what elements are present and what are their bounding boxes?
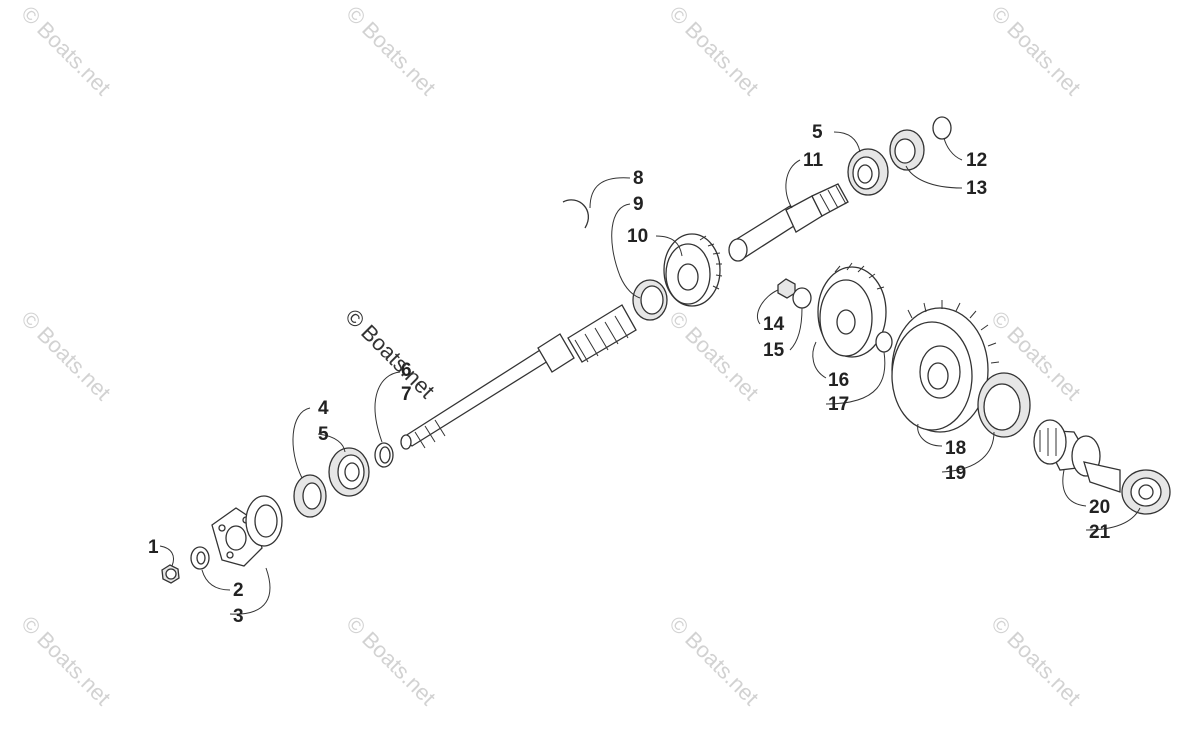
callout-17: 17 [828, 394, 849, 415]
bearing-part-upper [847, 148, 889, 196]
watermark-11: © Boats.net [986, 611, 1085, 710]
flange-part [211, 495, 283, 567]
callout-4: 4 [318, 398, 329, 419]
end-bearing-part [1121, 469, 1171, 515]
watermark-1: © Boats.net [16, 1, 115, 100]
callout-15: 15 [763, 340, 785, 361]
snap-ring-part [374, 442, 394, 468]
clip-part [562, 199, 589, 229]
callout-1: 1 [148, 537, 159, 558]
callout-3: 3 [233, 606, 244, 627]
right-gear-assembly [777, 262, 1171, 515]
upper-shaft-assembly [728, 116, 952, 262]
callout-13: 13 [966, 178, 987, 199]
watermark-4: © Boats.net [986, 1, 1085, 100]
callout-10: 10 [627, 226, 648, 247]
callout-21: 21 [1089, 522, 1111, 543]
watermark-10: © Boats.net [664, 611, 763, 710]
watermark-8: © Boats.net [16, 611, 115, 710]
callout-5-lower: 5 [318, 424, 329, 445]
nut-part [161, 564, 180, 584]
watermark-center: © Boats.net [340, 304, 439, 403]
drive-gear-part [663, 233, 723, 307]
oil-seal-part [889, 129, 925, 171]
seal-part [293, 474, 327, 518]
callout-2: 2 [233, 580, 244, 601]
callout-8: 8 [633, 168, 644, 189]
watermark-2: © Boats.net [341, 1, 440, 100]
needle-bearing-part [632, 279, 668, 321]
callout-12: 12 [966, 150, 987, 171]
watermark-9: © Boats.net [341, 611, 440, 710]
callout-6: 6 [401, 360, 412, 381]
callout-9: 9 [633, 194, 644, 215]
callout-5-upper: 5 [812, 122, 823, 143]
main-shaft-part [400, 304, 637, 450]
output-shaft-part [1033, 419, 1121, 493]
callout-11: 11 [803, 150, 824, 171]
large-bearing-part [977, 372, 1031, 438]
callout-19: 19 [945, 463, 966, 484]
leader-lines [159, 131, 1141, 615]
small-washer-part [792, 287, 812, 309]
medium-gear-part [817, 262, 887, 358]
lower-shaft-assembly [161, 199, 723, 584]
spacer-ring-part [875, 331, 893, 353]
small-nut-part [777, 278, 796, 299]
callout-14: 14 [763, 314, 785, 335]
callout-18: 18 [945, 438, 966, 459]
circlip-part [932, 116, 952, 140]
watermark-5: © Boats.net [16, 306, 115, 405]
callout-20: 20 [1089, 497, 1110, 518]
callout-7: 7 [401, 384, 412, 405]
large-gear-part [891, 300, 1000, 433]
bearing-part-lower [328, 447, 370, 497]
callout-16: 16 [828, 370, 849, 391]
watermark-6: © Boats.net [664, 306, 763, 405]
callout-labels: 1 2 3 4 5 6 7 8 9 10 11 5 12 13 14 15 16… [148, 122, 1111, 627]
watermark-3: © Boats.net [664, 1, 763, 100]
washer-part [190, 546, 210, 570]
